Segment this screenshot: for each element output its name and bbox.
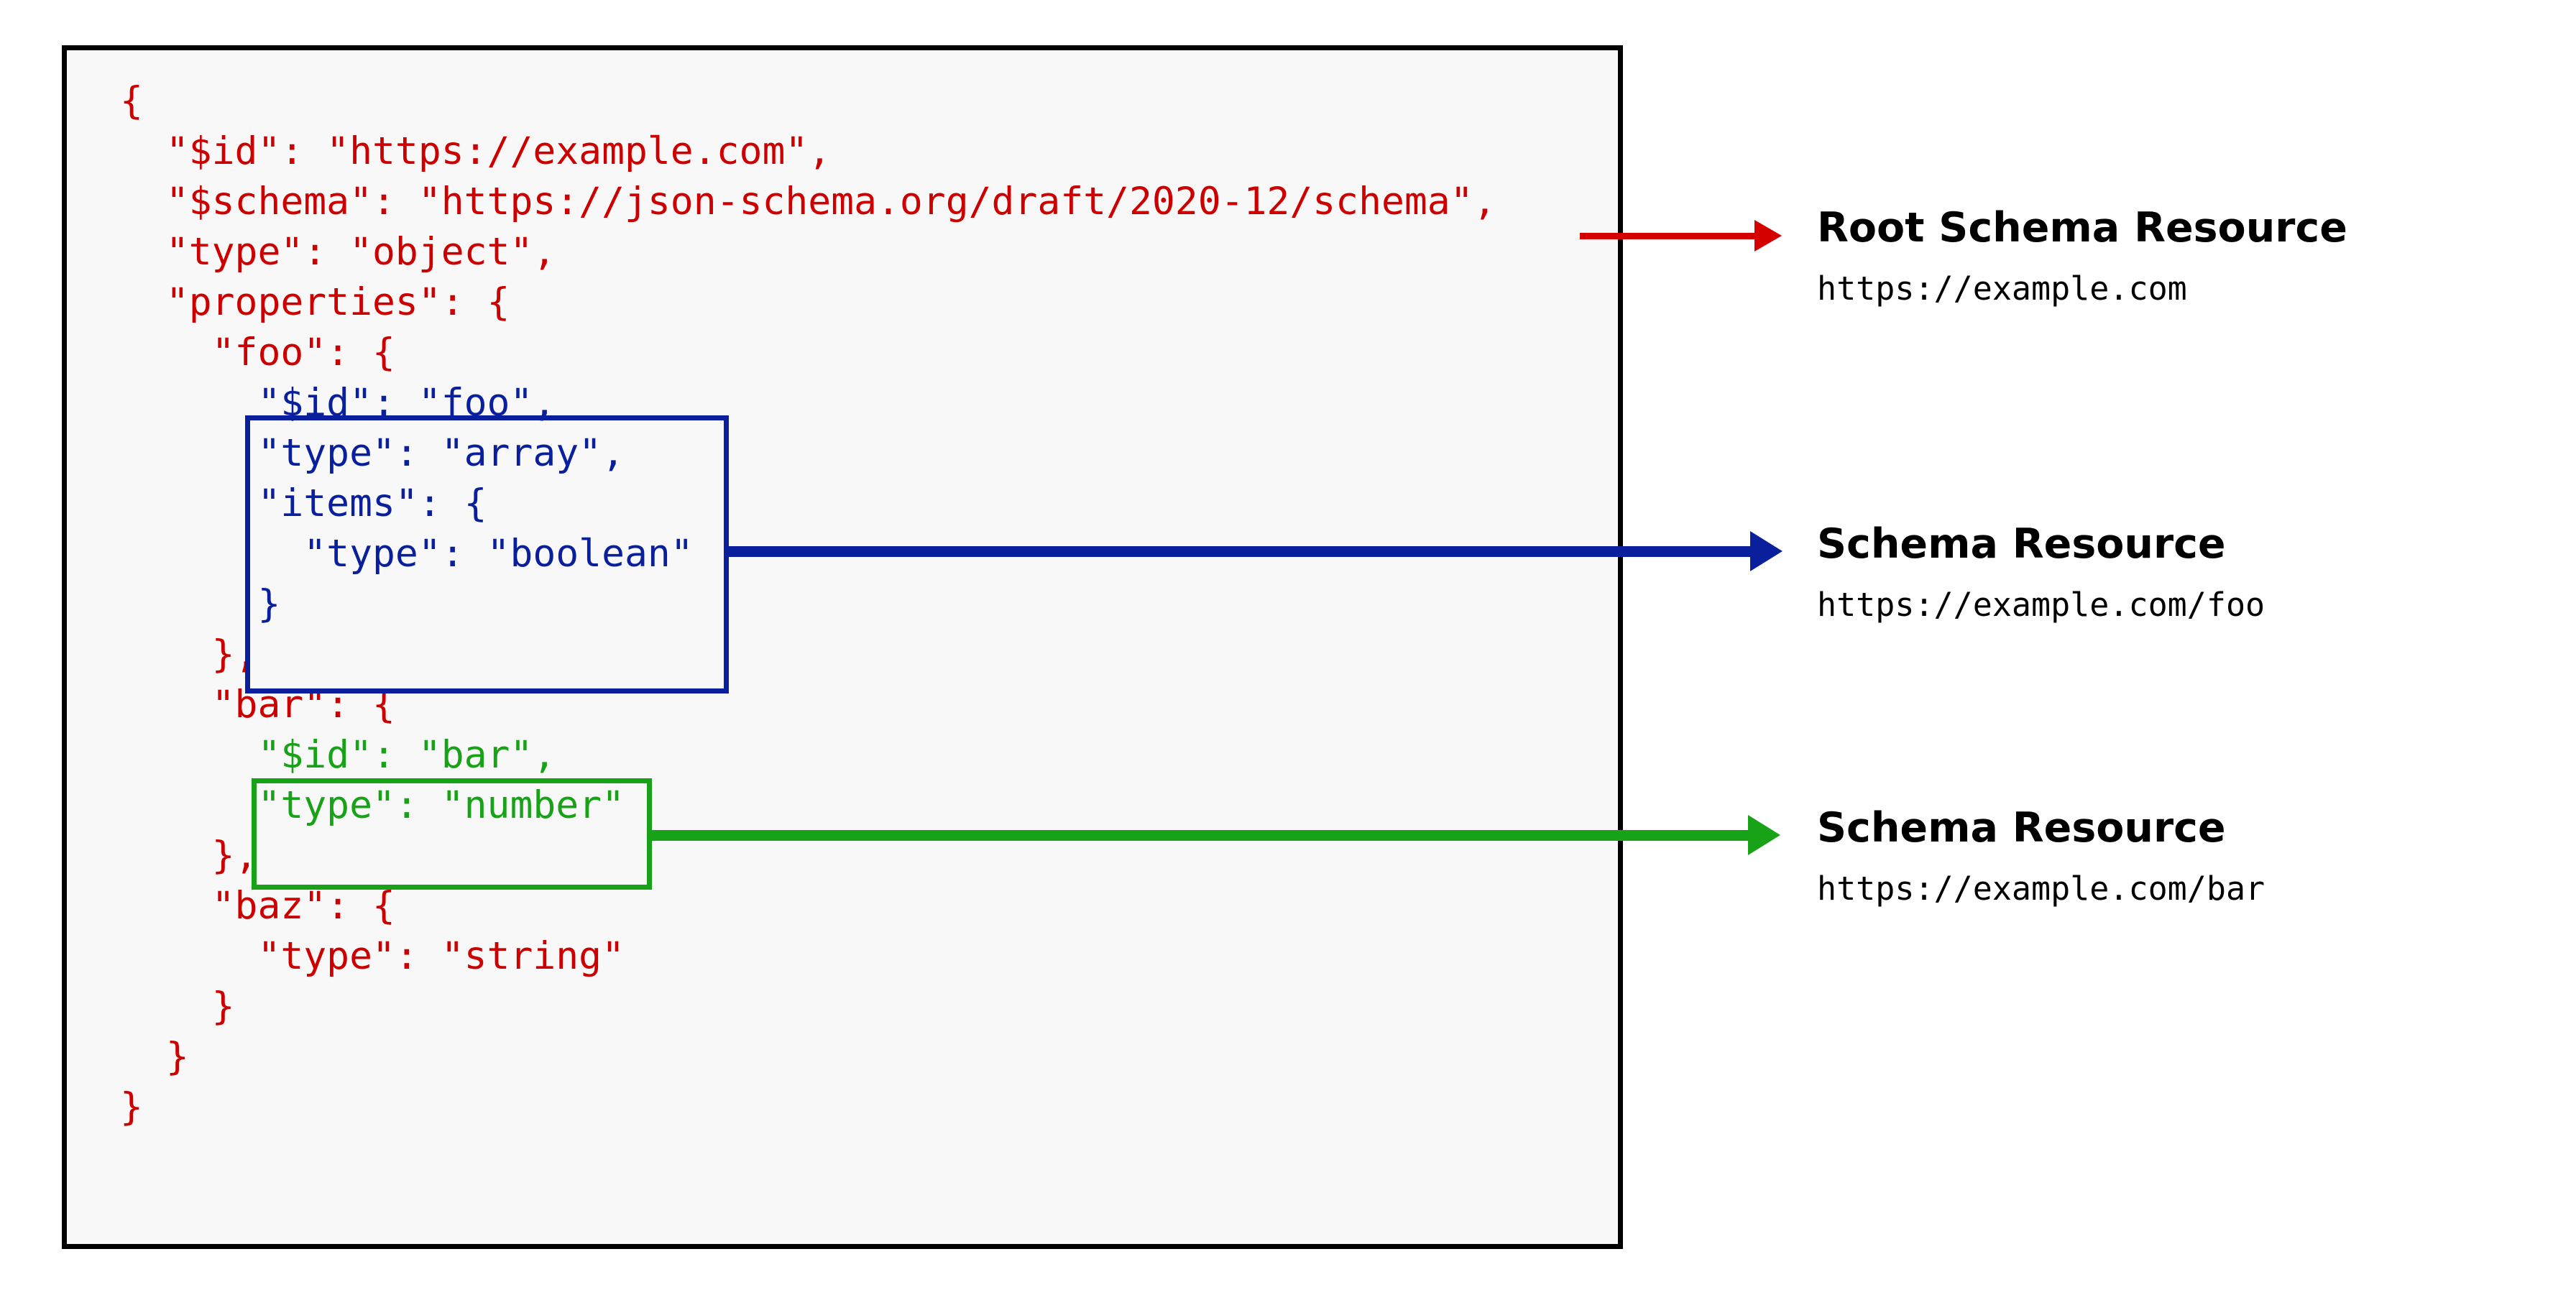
annotation-root-schema: Root Schema Resource https://example.com <box>1817 205 2347 308</box>
annotation-foo-schema: Schema Resource https://example.com/foo <box>1817 521 2265 625</box>
arrow-shaft <box>1580 233 1761 239</box>
annotation-bar-schema: Schema Resource https://example.com/bar <box>1817 805 2265 908</box>
code-line: "items": { <box>120 481 487 525</box>
code-line: } <box>120 985 235 1028</box>
code-line: "foo": { <box>120 331 395 374</box>
json-code-block: { "$id": "https://example.com", "$schema… <box>120 76 1496 1133</box>
arrow-head-icon <box>1750 531 1782 571</box>
code-line: "type": "string" <box>120 934 625 978</box>
annotation-url: https://example.com/foo <box>1817 586 2266 624</box>
annotation-title: Root Schema Resource <box>1817 204 2347 252</box>
code-line: "bar": { <box>120 683 395 727</box>
code-line: "$id": "bar", <box>120 733 556 777</box>
code-line: "type": "boolean" <box>120 532 694 576</box>
code-line: { <box>120 79 143 123</box>
code-line: "$schema": "https://json-schema.org/draf… <box>120 180 1496 223</box>
code-line: "type": "object", <box>120 230 556 274</box>
code-line: "$id": "foo", <box>120 381 556 425</box>
code-line: }, <box>120 834 258 877</box>
code-line: }, <box>120 632 258 676</box>
arrow-shaft <box>649 830 1756 841</box>
code-line: } <box>120 1035 189 1079</box>
annotation-title: Schema Resource <box>1817 804 2226 852</box>
annotation-url: https://example.com/bar <box>1817 870 2266 908</box>
arrow-head-icon <box>1754 220 1782 252</box>
code-line: } <box>120 1085 143 1129</box>
code-line: "baz": { <box>120 884 395 928</box>
code-line: } <box>120 582 281 626</box>
json-code-panel: { "$id": "https://example.com", "$schema… <box>62 45 1623 1249</box>
code-line: "type": "number" <box>120 783 625 827</box>
arrow-head-icon <box>1748 815 1780 855</box>
annotation-title: Schema Resource <box>1817 520 2226 568</box>
code-line: "properties": { <box>120 280 510 324</box>
code-line: "$id": "https://example.com", <box>120 129 832 173</box>
arrow-shaft <box>726 546 1758 557</box>
annotation-url: https://example.com <box>1817 269 2187 308</box>
code-line: "type": "array", <box>120 431 625 475</box>
